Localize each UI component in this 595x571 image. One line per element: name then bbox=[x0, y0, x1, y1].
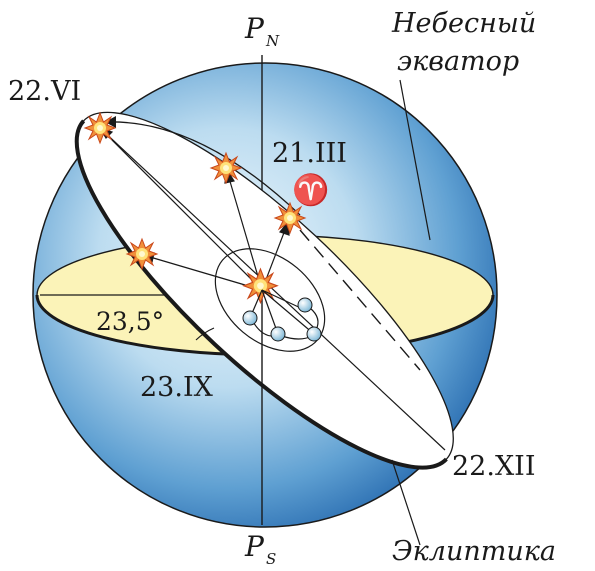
sun-annual-path-arrow bbox=[105, 116, 116, 128]
sun-star-icon bbox=[84, 112, 116, 144]
earth-globe-icon bbox=[306, 326, 322, 342]
pole-south-label: P bbox=[244, 530, 265, 563]
earth-globe-icon bbox=[242, 310, 258, 326]
ecliptic-diameter bbox=[99, 127, 446, 451]
obliquity-angle-label: 23,5° bbox=[96, 307, 164, 336]
date-summer-solstice: 22.VI bbox=[8, 76, 81, 107]
ecliptic-front-rim bbox=[74, 119, 448, 470]
pole-north-subscript: N bbox=[265, 32, 280, 50]
ecliptic-label-leader bbox=[391, 459, 421, 546]
earth-globe-icon bbox=[270, 326, 286, 342]
date-spring-equinox: 21.III bbox=[272, 138, 347, 169]
sun-annual-path bbox=[107, 121, 301, 216]
celestial-equator-label-line2: экватор bbox=[397, 46, 519, 77]
date-winter-solstice: 22.XII bbox=[452, 451, 536, 482]
obliquity-arc bbox=[195, 327, 215, 341]
pole-north-label: P bbox=[244, 12, 265, 45]
vernal-point-symbol: ♈ bbox=[292, 172, 329, 208]
date-autumn-equinox: 23.IX bbox=[140, 372, 214, 403]
celestial-equator-label-line1: Небесный bbox=[391, 8, 536, 39]
ecliptic-label: Эклиптика bbox=[392, 536, 556, 567]
equinox-line-dashed bbox=[299, 229, 421, 371]
sun-star-icon bbox=[126, 238, 158, 270]
earth-globe-icon bbox=[297, 297, 313, 313]
sun-star-icon bbox=[243, 268, 278, 304]
sun-star-icon bbox=[210, 152, 242, 184]
pole-south-subscript: S bbox=[266, 550, 276, 568]
equator-label-leader bbox=[399, 79, 431, 241]
